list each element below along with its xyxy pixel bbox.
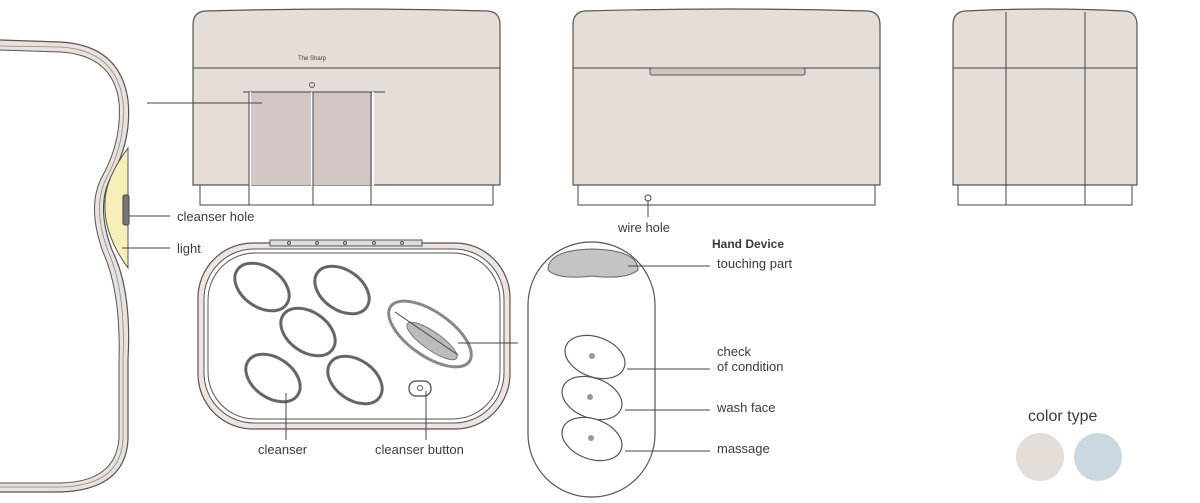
color-swatch-blue[interactable]	[1074, 433, 1122, 481]
cleanser-pod	[326, 354, 384, 406]
hand-device-title: Hand Device	[712, 237, 784, 251]
back-view: wire hole	[572, 8, 881, 235]
hand-device: Hand Device touching part check of condi…	[527, 237, 793, 498]
color-swatch-beige[interactable]	[1016, 433, 1064, 481]
cleanser-button-label: cleanser button	[375, 442, 464, 457]
color-type-label: color type	[1028, 408, 1097, 425]
cleanser-label: cleanser	[258, 442, 308, 457]
light-label: light	[177, 241, 201, 256]
light-strip	[104, 146, 129, 270]
cleanser-pod	[244, 352, 302, 404]
cleanser-pod	[233, 261, 291, 313]
front-view: The Sharp	[147, 8, 501, 206]
color-type-legend: color type	[1016, 408, 1122, 481]
touching-part	[547, 248, 639, 278]
wash-face-label: wash face	[716, 400, 776, 415]
check-button	[564, 334, 626, 380]
cleanser-pod	[279, 306, 337, 358]
side-view	[952, 8, 1138, 206]
check-label-2: of condition	[717, 359, 784, 374]
cleanser-hole	[122, 194, 130, 226]
tray-top-view: cleanser cleanser button	[197, 239, 518, 457]
wire-hole-label: wire hole	[617, 220, 670, 235]
side-profile-view: cleanser hole light	[0, 39, 254, 493]
touching-part-label: touching part	[717, 256, 793, 271]
check-label-1: check	[717, 344, 751, 359]
wire-hole	[644, 194, 652, 202]
cleanser-pod	[313, 264, 371, 316]
cleanser-hole-label: cleanser hole	[177, 209, 254, 224]
cleanser-button	[408, 380, 432, 397]
massage-label: massage	[717, 441, 770, 456]
brand-text: The Sharp	[298, 56, 327, 62]
